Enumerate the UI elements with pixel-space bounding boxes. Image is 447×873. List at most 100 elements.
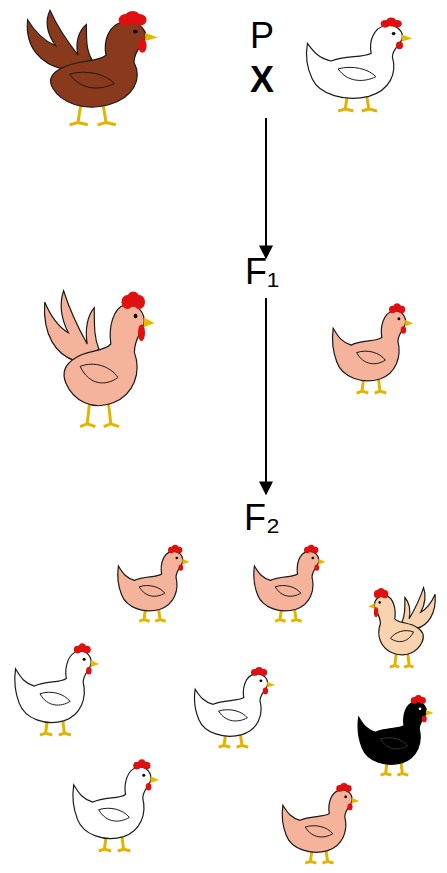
chicken-comb (133, 295, 145, 309)
chicken-figure (118, 545, 190, 621)
label-holder: F₂ (244, 500, 280, 536)
chicken-leg (390, 653, 399, 667)
chicken-wing (139, 586, 165, 597)
chicken-beak (182, 559, 189, 565)
chicken-eye (397, 317, 400, 320)
chicken-wing (381, 738, 408, 749)
chicken-figure (44, 291, 154, 427)
chicken-comb (419, 697, 426, 704)
chicken-body (15, 651, 91, 722)
chicken-comb (83, 646, 91, 654)
chicken-wing (390, 631, 413, 642)
chicken-wattle (314, 564, 319, 570)
cross-symbol: X (250, 62, 274, 98)
chicken-wing (305, 826, 333, 837)
chicken-wing (357, 351, 386, 364)
chicken-figure (282, 783, 359, 863)
chicken-figure (254, 545, 326, 621)
chicken-comb (345, 785, 352, 792)
chicken-beak (402, 35, 413, 42)
chicken-figure (307, 17, 413, 111)
chicken-body (307, 25, 403, 98)
chicken-wattle (401, 326, 406, 334)
chicken-figure (194, 667, 275, 747)
chicken-body (374, 596, 423, 655)
label-holder: P (250, 18, 274, 54)
chicken-wattle (396, 41, 403, 49)
chicken-figure (73, 759, 159, 851)
chicken-eye (419, 707, 422, 710)
chicken-comb (143, 762, 151, 770)
chicken-beak (91, 660, 99, 667)
chicken-beak (150, 776, 159, 783)
chicken-tail (27, 10, 92, 69)
chicken-leg (104, 403, 119, 427)
chicken-wattle (146, 783, 152, 791)
chicken-eye (259, 679, 262, 682)
chicken-body (254, 551, 319, 610)
chicken-body (118, 551, 183, 610)
chicken-comb (374, 590, 381, 598)
chicken-beak (426, 710, 434, 716)
chicken-wing (275, 586, 301, 597)
chicken-beak (145, 33, 158, 41)
generation-arrow (265, 298, 267, 494)
chicken-beak (318, 559, 325, 565)
chicken-tail (402, 588, 435, 629)
chicken-wattle (263, 688, 268, 695)
chicken-eye (379, 601, 381, 604)
chicken-figure (332, 303, 413, 393)
chicken-wattle (422, 716, 427, 723)
generation-label: F₂ (244, 500, 280, 536)
chicken-beak (405, 320, 413, 327)
chicken-comb (260, 669, 267, 676)
chicken-wing (219, 710, 248, 721)
chicken-body (358, 702, 426, 764)
chicken-body (73, 767, 151, 838)
chicken-figure (368, 588, 435, 668)
chicken-leg (80, 403, 95, 427)
chicken-comb (392, 20, 401, 28)
chicken-body (332, 311, 405, 381)
chicken-body (194, 674, 267, 736)
chicken-beak (267, 682, 275, 688)
generation-label: F₁ (245, 254, 279, 290)
label-holder: X (250, 62, 274, 98)
chicken-leg (70, 105, 88, 125)
chicken-tail (44, 291, 99, 361)
chicken-eye (312, 557, 315, 560)
chicken-beak (368, 603, 374, 609)
chicken-eye (392, 32, 396, 35)
chicken-wing (40, 692, 70, 705)
chicken-wing (338, 67, 376, 80)
generation-label: P (250, 18, 274, 54)
chicken-comb (176, 547, 182, 553)
chicken-eye (83, 658, 86, 661)
chicken-figure (27, 10, 158, 124)
chicken-figure (15, 643, 99, 735)
chicken-wing (80, 364, 118, 383)
chicken-wattle (86, 667, 92, 675)
chicken-wattle (178, 564, 183, 570)
chicken-eye (176, 557, 179, 560)
chicken-eye (134, 314, 138, 318)
chicken-comb (312, 547, 318, 553)
chicken-comb (398, 306, 405, 314)
chicken-beak (144, 317, 155, 327)
generation-arrow (265, 118, 267, 258)
chicken-eye (344, 795, 347, 798)
chicken-leg (404, 653, 413, 667)
label-holder: F₁ (245, 254, 279, 290)
chicken-wing (99, 808, 130, 821)
chicken-eye (133, 30, 137, 34)
chicken-body (64, 304, 144, 405)
chicken-body (51, 22, 146, 107)
chicken-eye (142, 774, 145, 777)
chicken-comb (133, 14, 147, 26)
chicken-leg (98, 105, 116, 125)
chicken-wattle (347, 804, 352, 811)
chicken-body (282, 790, 352, 852)
chicken-wing (70, 72, 115, 88)
chicken-beak (352, 798, 360, 804)
